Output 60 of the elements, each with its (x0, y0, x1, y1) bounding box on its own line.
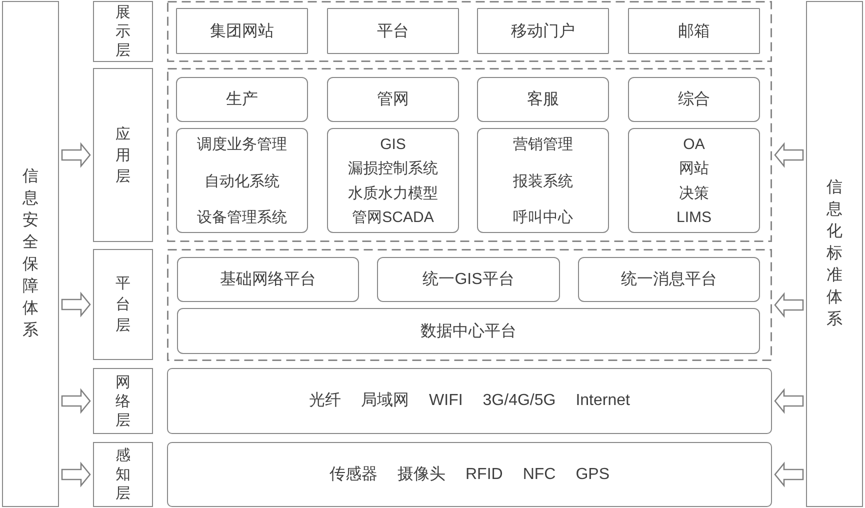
technology-item: 光纤 (309, 392, 342, 410)
technology-item: RFID (465, 466, 503, 484)
technology-item: 摄像头 (397, 466, 446, 484)
vertical-panel: 信息安全保障体系 (2, 1, 59, 507)
module-box (477, 128, 609, 233)
channel-box: 移动门户 (477, 8, 609, 54)
technology-item: WIFI (429, 392, 463, 410)
module-item: 设备管理系统 (197, 209, 287, 227)
dashed-group (167, 68, 772, 242)
layer-band (167, 442, 772, 507)
platform-box: 统一GIS平台 (377, 257, 560, 302)
technology-item: Internet (576, 392, 630, 410)
module-box (628, 128, 760, 233)
platform-box: 基础网络平台 (177, 257, 359, 302)
platform-box: 数据中心平台 (177, 308, 760, 354)
module-item: GIS (380, 136, 406, 154)
category-box: 综合 (628, 77, 760, 122)
module-item: 决策 (679, 184, 709, 203)
channel-box: 平台 (327, 8, 459, 54)
module-item: OA (683, 136, 705, 154)
channel-box: 集团网站 (176, 8, 308, 54)
module-item: LIMS (676, 208, 712, 227)
technology-item: 传感器 (329, 466, 378, 484)
technology-item: 局域网 (361, 392, 410, 410)
module-box (176, 128, 308, 233)
platform-box: 统一消息平台 (578, 257, 760, 302)
layer-label-box: 网络层 (93, 368, 153, 434)
block-arrow (774, 292, 804, 318)
dashed-group (167, 249, 772, 361)
module-item: 管网SCADA (352, 208, 434, 227)
block-arrow (774, 462, 804, 488)
technology-item: NFC (522, 466, 556, 484)
channel-box: 邮箱 (628, 8, 760, 54)
module-item: 网站 (679, 160, 709, 178)
module-box (327, 128, 459, 233)
module-item: 漏损控制系统 (348, 160, 438, 178)
dashed-group (167, 1, 772, 62)
category-box: 管网 (327, 77, 459, 122)
layer-label-box: 展示层 (93, 1, 153, 62)
layer-label-box: 应用层 (93, 68, 153, 242)
block-arrow (61, 388, 91, 414)
module-item: 呼叫中心 (513, 209, 573, 227)
block-arrow (774, 142, 804, 168)
block-arrow (61, 142, 91, 168)
block-arrow (774, 388, 804, 414)
module-item: 调度业务管理 (197, 136, 287, 154)
category-box: 客服 (477, 77, 609, 122)
layer-band (167, 368, 772, 434)
layer-label-box: 感知层 (93, 442, 153, 507)
module-item: 水质水力模型 (348, 184, 438, 203)
block-arrow (61, 462, 91, 488)
vertical-panel: 信息化标准体系 (806, 1, 863, 507)
block-arrow (61, 292, 91, 318)
category-box: 生产 (176, 77, 308, 122)
technology-item: 3G/4G/5G (482, 392, 556, 410)
technology-item: GPS (576, 466, 610, 484)
module-item: 营销管理 (513, 136, 573, 154)
layer-label-box: 平台层 (93, 249, 153, 360)
module-item: 自动化系统 (204, 172, 280, 190)
module-item: 报装系统 (513, 172, 573, 190)
